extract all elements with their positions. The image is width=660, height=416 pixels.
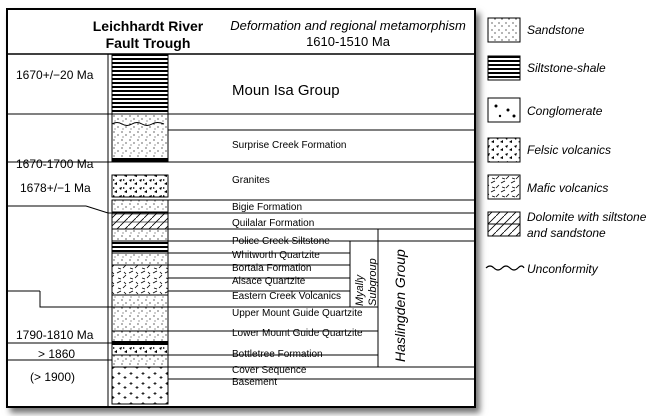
- fault-trough-title-line2: Fault Trough: [105, 35, 191, 51]
- myally-subgroup-line2: Subgroup: [367, 258, 379, 306]
- formation-label: Quilalar Formation: [232, 218, 315, 229]
- deformation-label: Deformation and regional metamorphism: [230, 18, 466, 33]
- age-label: (> 1900): [30, 370, 76, 384]
- sandstone-icon: [487, 17, 521, 43]
- fault-trough-title: Leichhardt River Fault Trough: [78, 18, 218, 52]
- formation-label: Upper Mount Guide Quartzite: [232, 308, 363, 319]
- legend-label: Sandstone: [527, 23, 585, 37]
- deformation-date: 1610-1510 Ma: [306, 34, 390, 49]
- haslingden-group-label: Haslingden Group: [392, 249, 408, 362]
- age-label: 1670-1700 Ma: [16, 157, 94, 171]
- formation-label: Bortala Formation: [232, 263, 312, 274]
- unconformity-icon: [485, 265, 525, 271]
- formation-label: Granites: [232, 175, 270, 186]
- age-label: 1670+/−20 Ma: [16, 68, 94, 82]
- formation-label: Whitworth Quartzite: [232, 250, 320, 261]
- deformation-title: Deformation and regional metamorphism 16…: [213, 18, 483, 50]
- myally-subgroup-label: Myally Subgroup: [354, 258, 380, 306]
- stratigraphic-column-panel: Leichhardt River Fault Trough Deformatio…: [6, 8, 476, 408]
- legend-label: Mafic volcanics: [527, 181, 609, 195]
- formation-label: Bottletree Formation: [232, 349, 323, 360]
- legend-label: Conglomerate: [527, 104, 603, 118]
- legend-label: Felsic volcanics: [527, 143, 612, 157]
- age-label: > 1860: [38, 347, 76, 361]
- formation-label: Alsace Quartzite: [232, 276, 306, 287]
- formation-label: Surprise Creek Formation: [232, 140, 347, 151]
- mafic-volcanics-icon: [487, 174, 521, 200]
- age-label: 1790-1810 Ma: [16, 328, 94, 342]
- formation-label: Basement: [232, 377, 278, 388]
- formation-label: Cover Sequence: [232, 365, 307, 376]
- legend-label: Siltstone-shale: [527, 61, 606, 75]
- mount-isa-group-label: Moun Isa Group: [232, 82, 340, 99]
- felsic-volcanics-icon: [487, 137, 521, 163]
- legend-label: Unconformity: [527, 262, 598, 276]
- legend-label: and sandstone: [527, 226, 606, 240]
- fault-trough-title-line1: Leichhardt River: [92, 18, 204, 34]
- age-label: 1678+/−1 Ma: [20, 181, 91, 195]
- myally-subgroup-line1: Myally: [354, 274, 366, 306]
- dolomite-icon: [487, 211, 521, 237]
- formation-label: Police Creek Siltstone: [232, 236, 330, 247]
- legend-label: Dolomite with siltstone: [527, 210, 647, 224]
- formation-label: Eastern Creek Volcanics: [232, 291, 341, 302]
- siltstone-shale-icon: [487, 55, 521, 81]
- column-drawing: [8, 53, 474, 406]
- formation-label: Lower Mount Guide Quartzite: [232, 328, 363, 339]
- formation-label: Bigie Formation: [232, 202, 303, 213]
- conglomerate-icon: [487, 97, 521, 123]
